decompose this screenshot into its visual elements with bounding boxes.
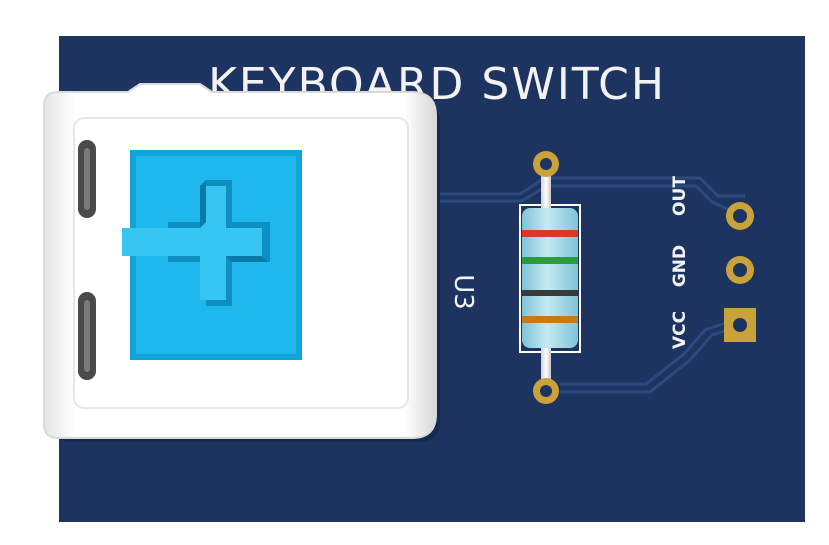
resistor-band-3 <box>522 290 578 296</box>
resistor-band-1 <box>522 230 578 237</box>
pin-label-out: OUT <box>670 176 690 216</box>
copper-traces <box>435 176 745 394</box>
cross-stem-icon <box>122 180 270 306</box>
axial-resistor-icon <box>519 151 581 404</box>
designator-label: U3 <box>448 274 478 310</box>
resistor-band-2 <box>522 257 578 264</box>
resistor-body <box>522 208 578 348</box>
pin-label-gnd: GND <box>670 245 690 287</box>
switch-u3 <box>43 83 437 439</box>
resistor-band-4 <box>522 316 578 323</box>
pin-label-vcc: VCC <box>670 311 690 349</box>
pin-header-icon <box>724 202 756 342</box>
